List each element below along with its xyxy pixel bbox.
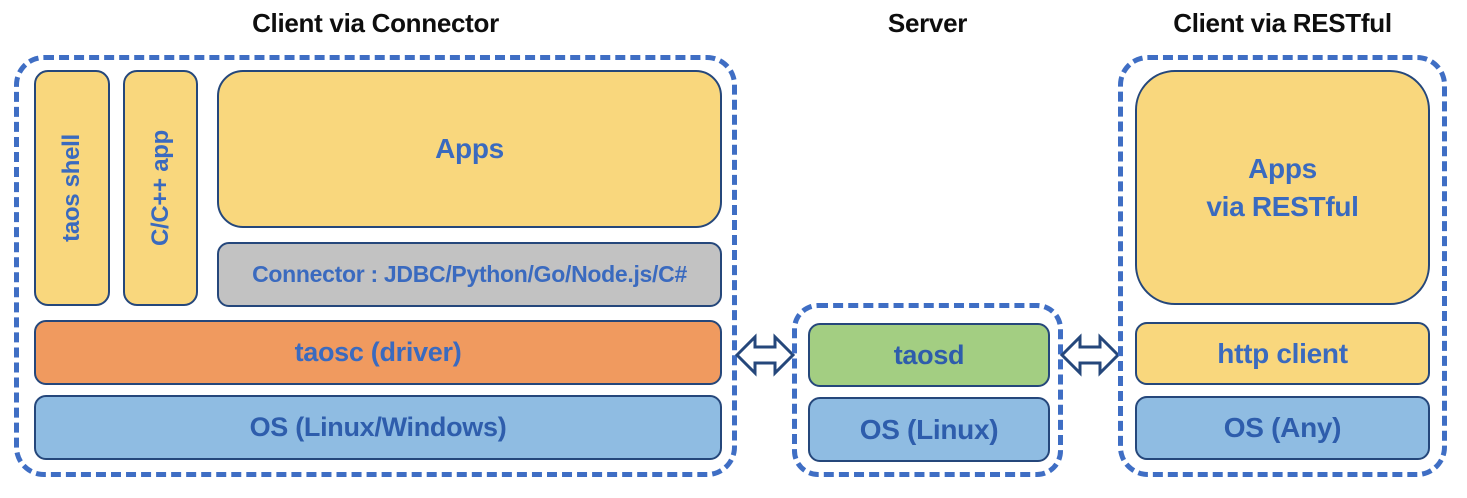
client-restful-title: Client via RESTful: [1173, 8, 1392, 38]
os-any-label: OS (Any): [1223, 412, 1342, 443]
double-arrow-right-icon: [1060, 330, 1120, 380]
http-client-box: http client: [1135, 322, 1430, 385]
taos-shell-label: taos shell: [58, 134, 85, 242]
taosd-label: taosd: [893, 339, 965, 370]
taos-shell-box: taos shell: [34, 70, 110, 306]
os-linux-label: OS (Linux): [859, 413, 999, 445]
connector-label: Connector : JDBC/Python/Go/Node.js/C#: [252, 261, 687, 287]
apps-label: Apps: [435, 133, 504, 164]
apps-via-restful-box: Apps via RESTful: [1135, 70, 1430, 305]
os-linux-box: OS (Linux): [808, 397, 1050, 462]
taosc-driver-box: taosc (driver): [34, 320, 722, 385]
server-title: Server: [887, 8, 968, 38]
cpp-app-label: C/C++ app: [146, 130, 174, 246]
client-connector-group: taos shell C/C++ app Apps Connector : JD…: [14, 55, 737, 477]
server-group: taosd OS (Linux): [792, 303, 1063, 477]
os-linux-windows-label: OS (Linux/Windows): [249, 412, 507, 442]
os-linux-windows-box: OS (Linux/Windows): [34, 395, 722, 460]
apps-via-restful-label-line2: via RESTful: [1206, 190, 1359, 222]
client-connector-title: Client via Connector: [252, 8, 499, 38]
double-arrow-left-icon: [735, 330, 795, 380]
http-client-label: http client: [1217, 337, 1348, 369]
os-any-box: OS (Any): [1135, 396, 1430, 460]
connector-box: Connector : JDBC/Python/Go/Node.js/C#: [217, 242, 722, 307]
client-restful-group: Apps via RESTful http client OS (Any): [1118, 55, 1447, 477]
cpp-app-box: C/C++ app: [123, 70, 198, 306]
apps-box: Apps: [217, 70, 722, 228]
taosc-driver-label: taosc (driver): [294, 337, 462, 367]
taosd-box: taosd: [808, 323, 1050, 387]
apps-via-restful-label-line1: Apps: [1248, 152, 1317, 184]
